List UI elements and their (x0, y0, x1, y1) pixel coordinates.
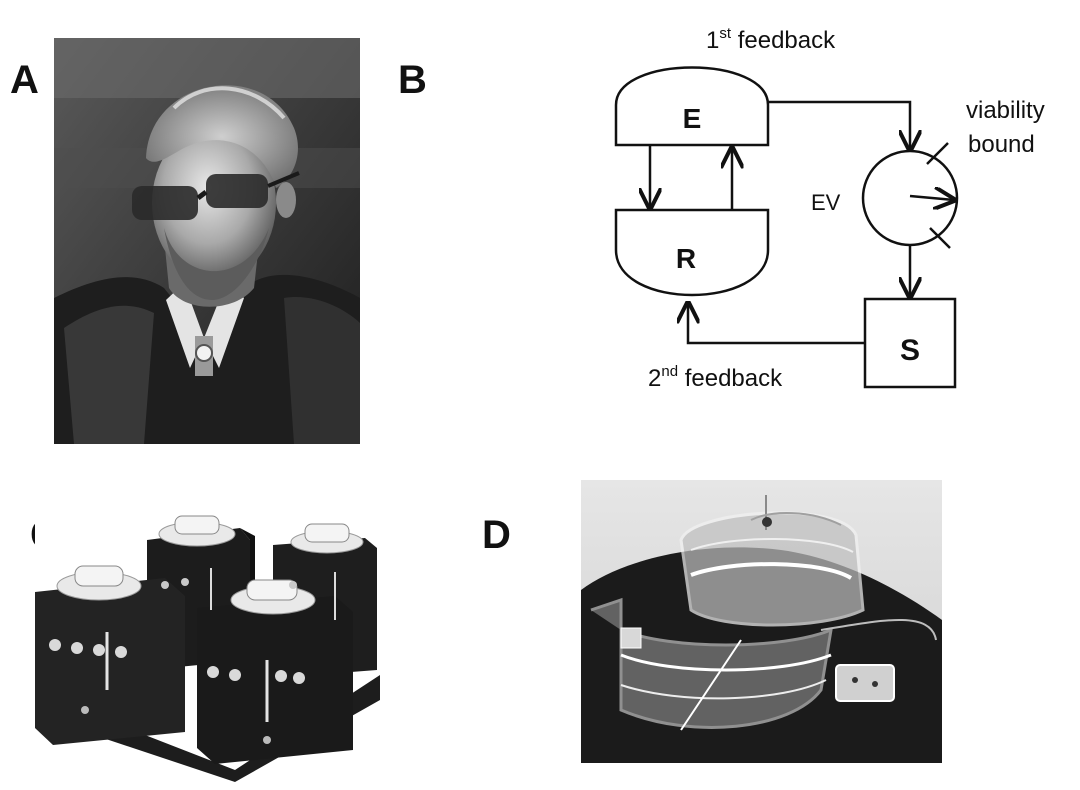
gauge-needle-arrow (909, 196, 954, 200)
panel-label-a: A (10, 58, 39, 102)
e-to-ev-arrow (768, 100, 910, 150)
environment-node (614, 66, 770, 147)
reacting-part-node (614, 208, 770, 297)
environment-label: E (683, 103, 702, 134)
first-feedback-label: 1st feedback (706, 25, 836, 54)
step-mechanism-node (863, 297, 957, 389)
step-mechanism-label: S (900, 334, 920, 367)
upper-bound-tick (926, 142, 949, 165)
mechanism-closeup-photo (581, 480, 942, 763)
panel-label-d: D (482, 513, 511, 557)
essential-variable-label: EV (811, 190, 841, 215)
homeostat-illustration (35, 500, 387, 782)
lower-bound-tick (929, 227, 951, 249)
viability-label: viability (966, 97, 1045, 124)
reacting-part-label: R (676, 243, 696, 274)
portrait-photo (54, 38, 360, 444)
second-feedback-label: 2nd feedback (648, 363, 783, 392)
s-to-r-arrow (688, 303, 865, 345)
panel-label-b: B (398, 58, 427, 102)
portrait-illustration (54, 38, 360, 444)
mechanism-illustration (581, 480, 942, 763)
feedback-diagram: E R EV viability bound S 1st feedback 2n… (614, 25, 1045, 392)
bound-label: bound (968, 131, 1035, 158)
homeostat-units-photo (35, 500, 387, 782)
